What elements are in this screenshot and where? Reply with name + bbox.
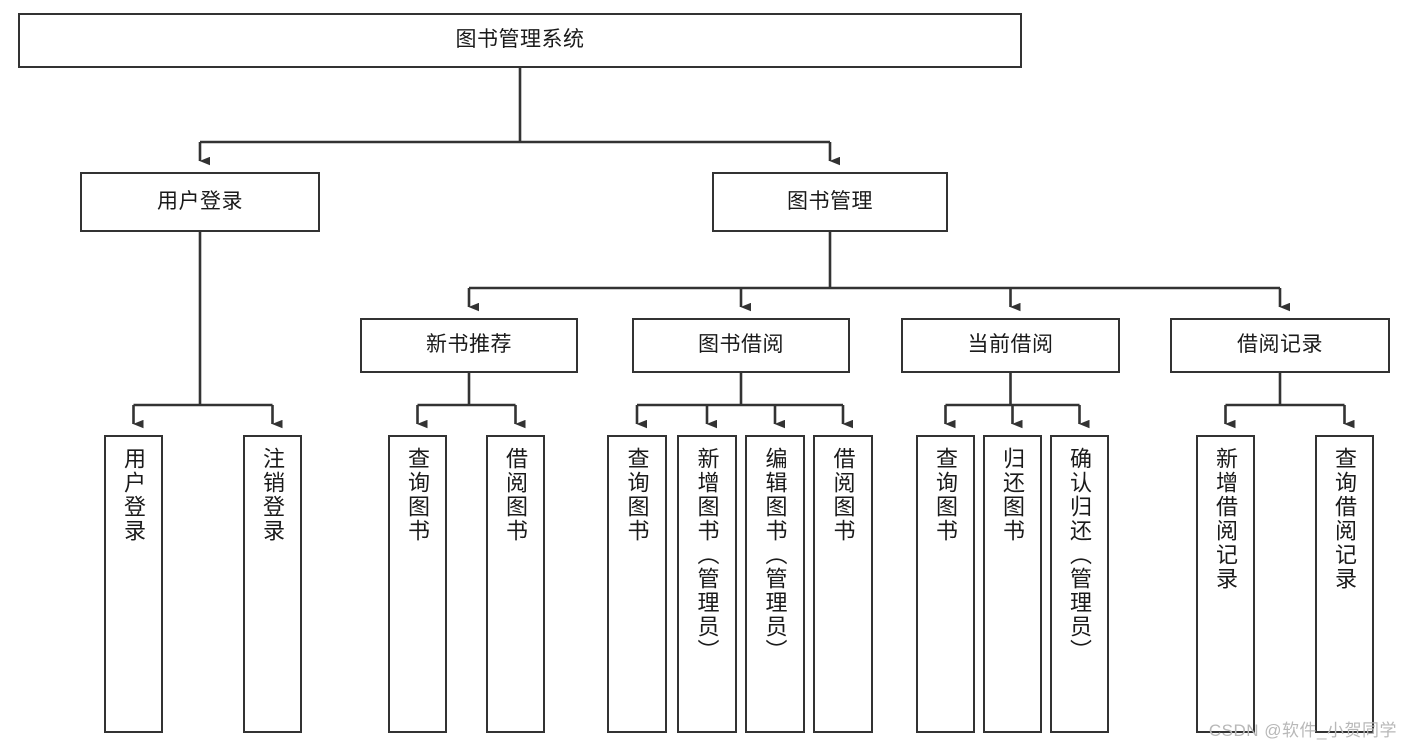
node-label-leaf-add-book: 新增图书（管理员）	[694, 447, 720, 663]
node-leaf-confirm-return[interactable]: 确认归还（管理员）	[1050, 435, 1109, 733]
node-label-leaf-borrow-book-2: 借阅图书	[830, 447, 856, 543]
node-book-manage[interactable]: 图书管理	[712, 172, 948, 232]
node-label-leaf-user-login: 用户登录	[121, 447, 147, 543]
node-label-borrow-record: 借阅记录	[1237, 333, 1323, 357]
node-borrow-record[interactable]: 借阅记录	[1170, 318, 1390, 373]
node-label-leaf-add-record: 新增借阅记录	[1213, 447, 1239, 591]
node-label-leaf-query-book-3: 查询图书	[933, 447, 959, 543]
node-label-leaf-query-book-1: 查询图书	[405, 447, 431, 543]
node-leaf-return-book[interactable]: 归还图书	[983, 435, 1042, 733]
node-leaf-query-record[interactable]: 查询借阅记录	[1315, 435, 1374, 733]
node-user-login[interactable]: 用户登录	[80, 172, 320, 232]
node-label-leaf-query-book-2: 查询图书	[624, 447, 650, 543]
node-root[interactable]: 图书管理系统	[18, 13, 1022, 68]
node-leaf-logout[interactable]: 注销登录	[243, 435, 302, 733]
node-leaf-edit-book[interactable]: 编辑图书（管理员）	[745, 435, 805, 733]
node-label-current-borrow: 当前借阅	[967, 333, 1054, 357]
node-label-leaf-logout: 注销登录	[260, 447, 286, 543]
node-label-user-login: 用户登录	[157, 189, 243, 213]
node-label-root: 图书管理系统	[455, 28, 585, 52]
node-label-leaf-return-book: 归还图书	[1000, 447, 1026, 543]
node-new-book-recommend[interactable]: 新书推荐	[360, 318, 578, 373]
node-leaf-borrow-book-2[interactable]: 借阅图书	[813, 435, 873, 733]
node-label-leaf-edit-book: 编辑图书（管理员）	[762, 447, 788, 663]
node-label-leaf-borrow-book-1: 借阅图书	[503, 447, 529, 543]
node-leaf-user-login[interactable]: 用户登录	[104, 435, 163, 733]
node-label-leaf-query-record: 查询借阅记录	[1332, 447, 1358, 591]
node-label-leaf-confirm-return: 确认归还（管理员）	[1067, 447, 1093, 663]
node-label-book-borrow: 图书借阅	[698, 333, 784, 357]
node-label-new-book-recommend: 新书推荐	[426, 333, 512, 357]
watermark-text: CSDN @软件_小贺同学	[1208, 721, 1397, 740]
node-leaf-query-book-1[interactable]: 查询图书	[388, 435, 447, 733]
node-current-borrow[interactable]: 当前借阅	[901, 318, 1120, 373]
node-leaf-query-book-3[interactable]: 查询图书	[916, 435, 975, 733]
node-leaf-borrow-book-1[interactable]: 借阅图书	[486, 435, 545, 733]
node-leaf-query-book-2[interactable]: 查询图书	[607, 435, 667, 733]
node-leaf-add-book[interactable]: 新增图书（管理员）	[677, 435, 737, 733]
node-book-borrow[interactable]: 图书借阅	[632, 318, 850, 373]
node-leaf-add-record[interactable]: 新增借阅记录	[1196, 435, 1255, 733]
node-label-book-manage: 图书管理	[787, 189, 873, 213]
